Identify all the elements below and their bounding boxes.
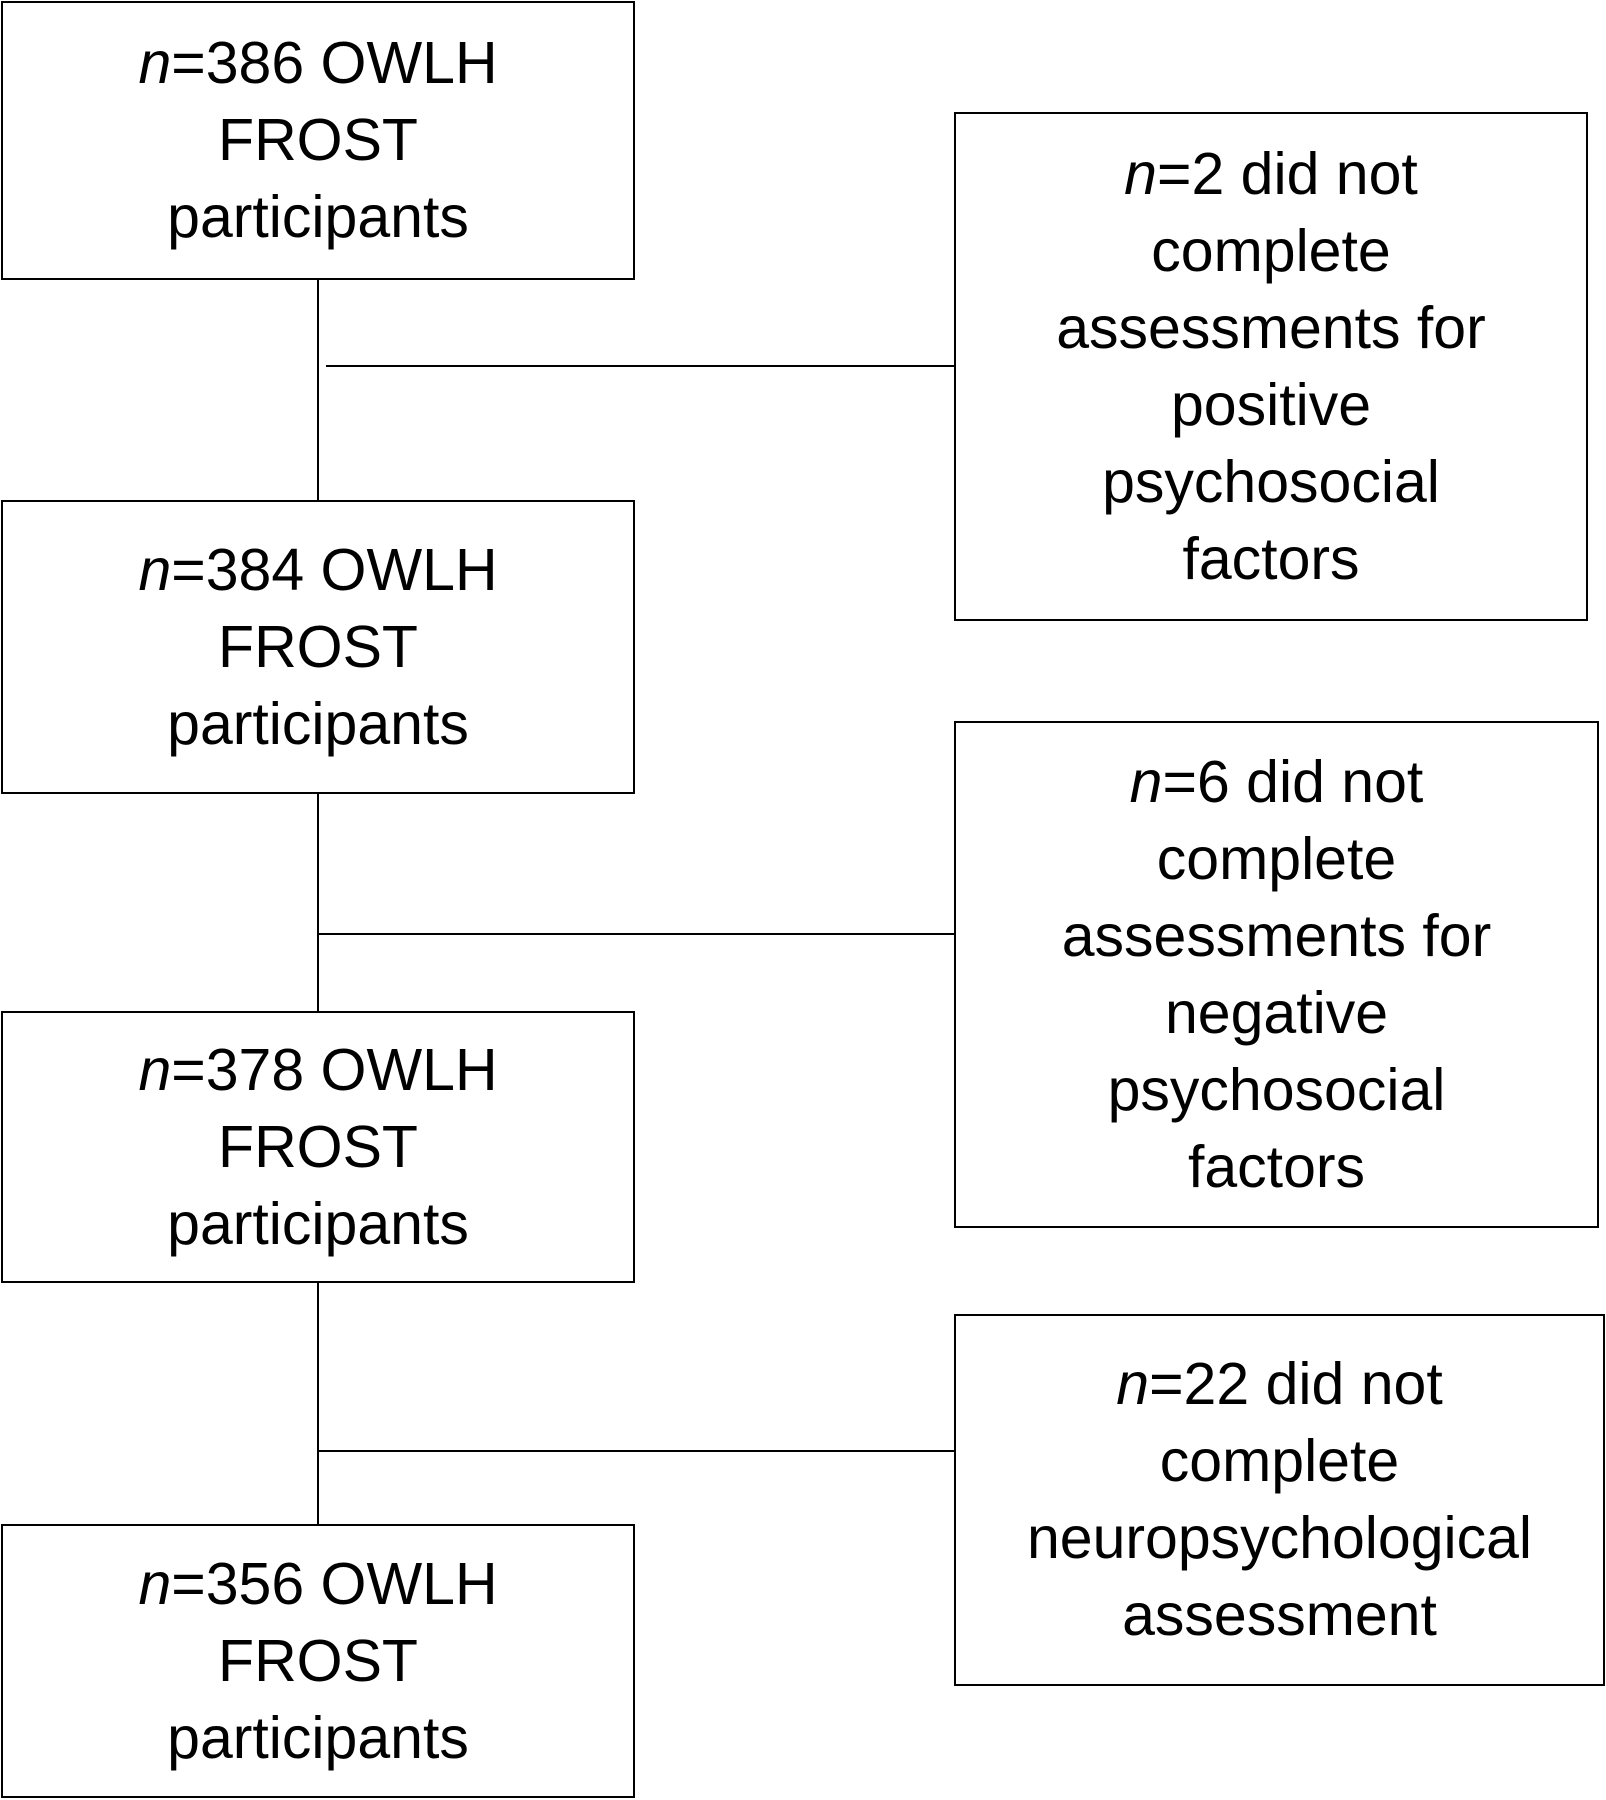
participants-box-2: n=384 OWLH FROST participants xyxy=(1,500,635,794)
box-line: n=6 did not xyxy=(1130,744,1424,821)
box-line: assessment xyxy=(1122,1582,1437,1648)
box-line: complete xyxy=(1156,825,1397,892)
box-line: psychosocial xyxy=(1107,1056,1446,1123)
box-line: FROST xyxy=(218,613,418,680)
box-line: negative xyxy=(1164,979,1389,1046)
box-line: participants xyxy=(167,184,469,250)
box-line: assessments for xyxy=(1056,294,1486,361)
n-symbol: n xyxy=(138,536,172,603)
box-line: positive xyxy=(1170,371,1372,438)
box-line: n=378 OWLH xyxy=(138,1032,497,1109)
excluded-count: =2 did not xyxy=(1157,140,1418,207)
excluded-count: =22 did not xyxy=(1149,1351,1443,1417)
box-line: participants xyxy=(167,1704,469,1771)
participant-count: =384 OWLH xyxy=(171,536,498,603)
box-line: factors xyxy=(1182,525,1360,592)
n-symbol: n xyxy=(1129,748,1163,815)
box-line: FROST xyxy=(218,1627,418,1694)
box-line: n=22 did not xyxy=(1116,1346,1442,1423)
box-line: n=384 OWLH xyxy=(138,532,497,609)
exclusion-box-1: n=2 did not complete assessments for pos… xyxy=(954,112,1588,621)
box-line: n=2 did not xyxy=(1124,136,1418,213)
n-symbol: n xyxy=(138,1550,172,1617)
n-symbol: n xyxy=(1124,140,1157,207)
exclusion-box-2: n=6 did not complete assessments for neg… xyxy=(954,721,1599,1228)
flow-connector-1 xyxy=(317,280,319,500)
box-line: neuropsychological xyxy=(1026,1505,1533,1571)
n-symbol: n xyxy=(138,1036,172,1103)
exclusion-connector-3 xyxy=(318,1450,954,1452)
exclusion-connector-2 xyxy=(318,933,954,935)
box-line: participants xyxy=(167,1190,469,1257)
participant-count: =378 OWLH xyxy=(171,1036,498,1103)
box-line: complete xyxy=(1159,1428,1400,1494)
box-line: factors xyxy=(1187,1133,1366,1200)
box-line: participants xyxy=(167,690,469,757)
participant-count: =386 OWLH xyxy=(171,30,498,96)
flow-connector-2 xyxy=(317,794,319,1011)
box-line: n=386 OWLH xyxy=(138,25,497,102)
box-line: n=356 OWLH xyxy=(138,1546,497,1623)
participants-box-4: n=356 OWLH FROST participants xyxy=(1,1524,635,1798)
box-line: psychosocial xyxy=(1102,448,1440,515)
box-line: complete xyxy=(1151,217,1391,284)
box-line: FROST xyxy=(218,1113,418,1180)
n-symbol: n xyxy=(138,30,172,96)
exclusion-connector-1 xyxy=(326,365,954,367)
flow-connector-3 xyxy=(317,1283,319,1524)
exclusion-box-3: n=22 did not complete neuropsychological… xyxy=(954,1314,1605,1686)
participants-box-1: n=386 OWLH FROST participants xyxy=(1,1,635,280)
box-line: FROST xyxy=(218,107,418,173)
box-line: assessments for xyxy=(1061,902,1492,969)
participants-box-3: n=378 OWLH FROST participants xyxy=(1,1011,635,1283)
participant-count: =356 OWLH xyxy=(171,1550,498,1617)
n-symbol: n xyxy=(1116,1351,1150,1417)
excluded-count: =6 did not xyxy=(1162,748,1424,815)
